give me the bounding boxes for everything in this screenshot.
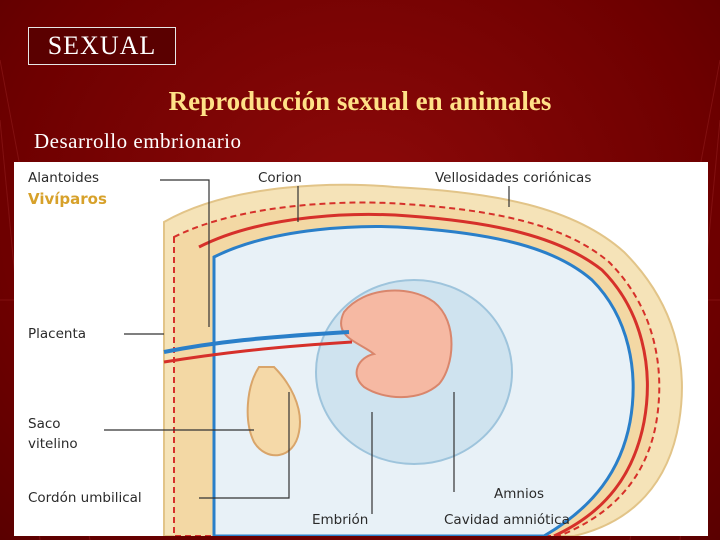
- placenta-illustration: Alantoides Corion Vellosidades coriónica…: [28, 170, 683, 536]
- label-vellosidades: Vellosidades coriónicas: [435, 170, 591, 186]
- yolk-sac: [246, 366, 301, 457]
- embryo-diagram: Alantoides Corion Vellosidades coriónica…: [14, 162, 708, 536]
- label-saco-2: vitelino: [28, 436, 78, 452]
- label-embrion: Embrión: [312, 512, 368, 528]
- label-placenta: Placenta: [28, 326, 86, 342]
- slide-title: Reproducción sexual en animales: [168, 86, 552, 116]
- umbilical-cord: [163, 330, 350, 354]
- label-alantoides: Alantoides: [28, 170, 99, 186]
- label-cavidad: Cavidad amniótica: [444, 512, 570, 528]
- label-saco-1: Saco: [28, 416, 61, 432]
- topic-tag: SEXUAL: [28, 27, 176, 65]
- label-corion: Corion: [258, 170, 302, 186]
- leader-lines: [104, 179, 510, 514]
- label-amnios: Amnios: [494, 486, 544, 502]
- slide-subtitle: Desarrollo embrionario: [34, 129, 242, 153]
- umbilical-artery: [163, 340, 353, 364]
- viviparos-badge: Vivíparos: [28, 190, 107, 208]
- label-cordon: Cordón umbilical: [28, 490, 142, 506]
- artery-line: [198, 213, 649, 536]
- embryo: [340, 289, 453, 399]
